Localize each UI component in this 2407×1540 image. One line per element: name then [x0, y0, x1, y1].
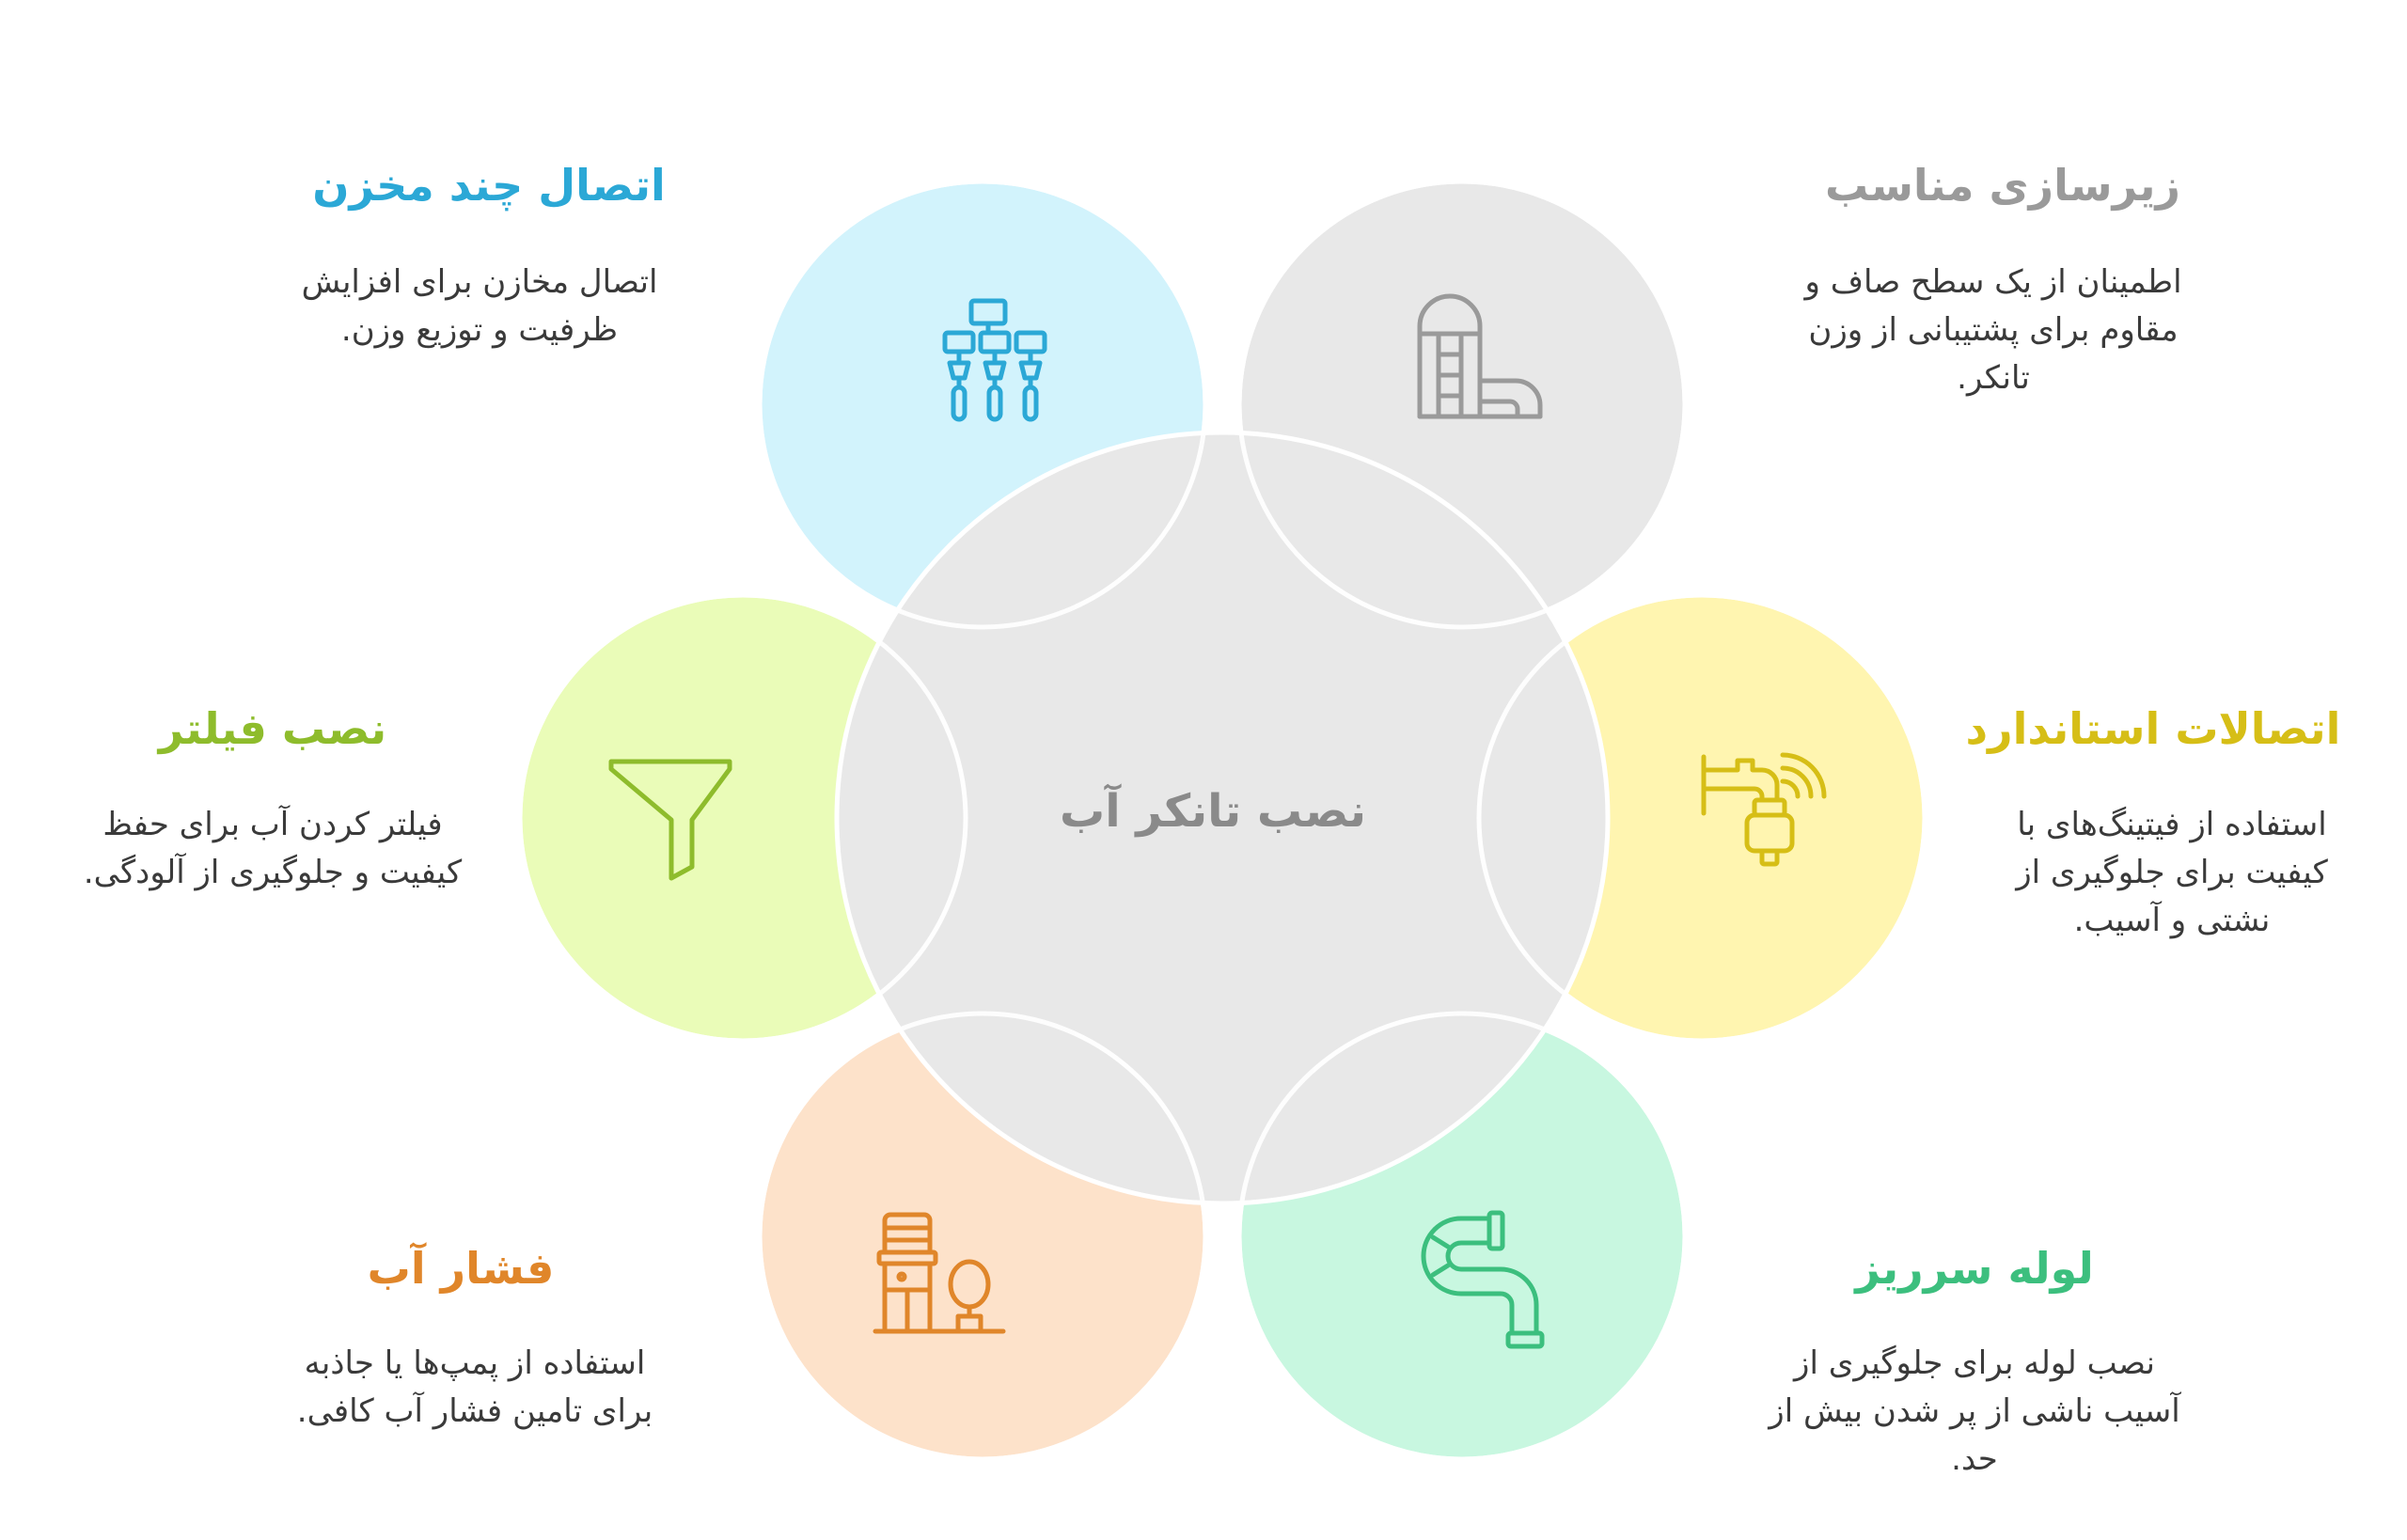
center-title: نصب تانکر آب — [1059, 785, 1367, 838]
item-description: فیلتر کردن آب برای حفظ کیفیت و جلوگیری ا… — [83, 806, 463, 891]
item-filter: نصب فیلتر — [103, 703, 442, 755]
item-title: اتصالات استاندارد — [1965, 703, 2341, 754]
outline-pressure — [757, 1011, 1208, 1462]
item-title: فشار آب — [367, 1243, 555, 1294]
outline-foundation — [1236, 179, 1688, 630]
faucet-icon — [1701, 752, 1827, 867]
center-circle — [834, 430, 1611, 1206]
item-foundation: زیرسازی مناسب — [1758, 160, 2247, 212]
item-overflow: لوله سرریز — [1786, 1243, 2163, 1295]
item-pressure: فشار آب — [291, 1243, 630, 1295]
item-description: استفاده از پمپ‌ها یا جاذبه برای تامین فش… — [296, 1344, 653, 1430]
item-multi-tank: اتصال چند مخزن — [273, 160, 705, 212]
outline-multi-tank — [757, 179, 1208, 630]
item-description: استفاده از فیتینگ‌های با کیفیت برای جلوگ… — [2016, 806, 2328, 939]
pipe-icon — [1421, 1210, 1545, 1349]
item-title: نصب فیلتر — [158, 703, 387, 754]
item-fittings: اتصالات استاندارد — [1927, 703, 2379, 755]
water-tower-icon — [873, 1212, 1006, 1334]
silo-pipe-icon — [1417, 293, 1543, 419]
item-title: لوله سرریز — [1855, 1243, 2094, 1294]
item-description: اتصال مخازن برای افزایش ظرفیت و توزیع وز… — [301, 263, 658, 349]
funnel-icon — [608, 759, 732, 881]
item-title: زیرسازی مناسب — [1825, 160, 2180, 211]
item-description: اطمینان از یک سطح صاف و مقاوم برای پشتیب… — [1804, 263, 2182, 397]
outline-fittings — [1476, 592, 1927, 1044]
outline-overflow — [1236, 1011, 1688, 1462]
item-description: نصب لوله برای جلوگیری از آسیب ناشی از پر… — [1769, 1344, 2180, 1478]
tank-network-icon — [942, 298, 1047, 422]
outline-filter — [517, 592, 968, 1044]
item-title: اتصال چند مخزن — [312, 160, 666, 211]
